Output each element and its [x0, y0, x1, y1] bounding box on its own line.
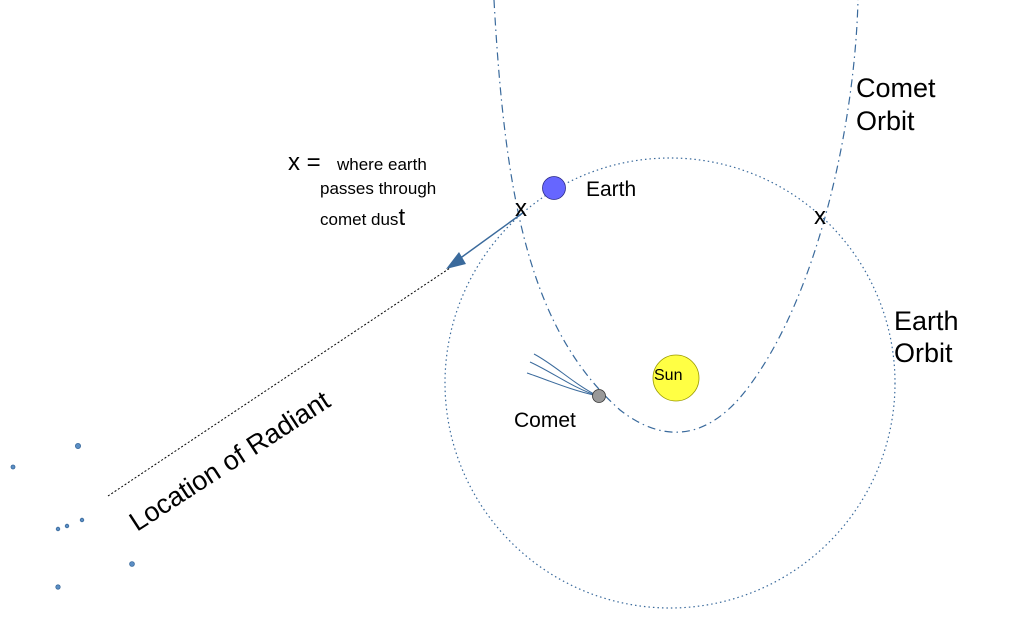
radiant-direction-line [107, 267, 451, 497]
comet-orbit-label-line2: Orbit [856, 106, 915, 136]
earth-circle [542, 176, 566, 200]
meteor-path-arrowhead [446, 252, 466, 269]
sun-label: Sun [654, 367, 682, 384]
legend-line1: where earth [336, 155, 427, 174]
comet-tail-streak [533, 353, 599, 397]
earth-orbit-label-line2: Orbit [894, 338, 953, 368]
earth-label: Earth [586, 178, 636, 201]
meteor-dot [129, 561, 135, 567]
meteor-dots [10, 442, 135, 590]
legend-x-symbol: x = [288, 149, 321, 176]
comet-tail-streak [529, 361, 599, 397]
meteor-dot [10, 464, 16, 470]
meteor-dot [79, 517, 85, 523]
earth-orbit-label-line1: Earth [894, 306, 959, 336]
radiant-label: Location of Radiant [124, 385, 336, 537]
meteor-dot [55, 526, 61, 532]
sun-circle [652, 354, 700, 402]
comet-tail-streak [526, 372, 599, 397]
earth-orbit-circle [444, 157, 896, 609]
meteor-path-line [454, 211, 525, 263]
meteor-dot [55, 584, 61, 590]
meteor-dot [75, 442, 82, 449]
legend-line3-part-a: comet dus [320, 210, 398, 229]
legend-line3-part-b: t [398, 204, 405, 231]
comet-nucleus [592, 389, 606, 403]
meteor-dot [64, 523, 70, 529]
comet-orbit-label-line1: Comet [856, 73, 936, 103]
legend-line2: passes through [320, 179, 436, 198]
crossing-marker-left: x [515, 195, 527, 222]
comet-orbit-path [493, 0, 859, 433]
crossing-marker-right: x [814, 203, 826, 230]
comet-tail [526, 353, 599, 397]
legend-line3: comet dust [320, 204, 405, 231]
comet-label: Comet [514, 409, 576, 432]
